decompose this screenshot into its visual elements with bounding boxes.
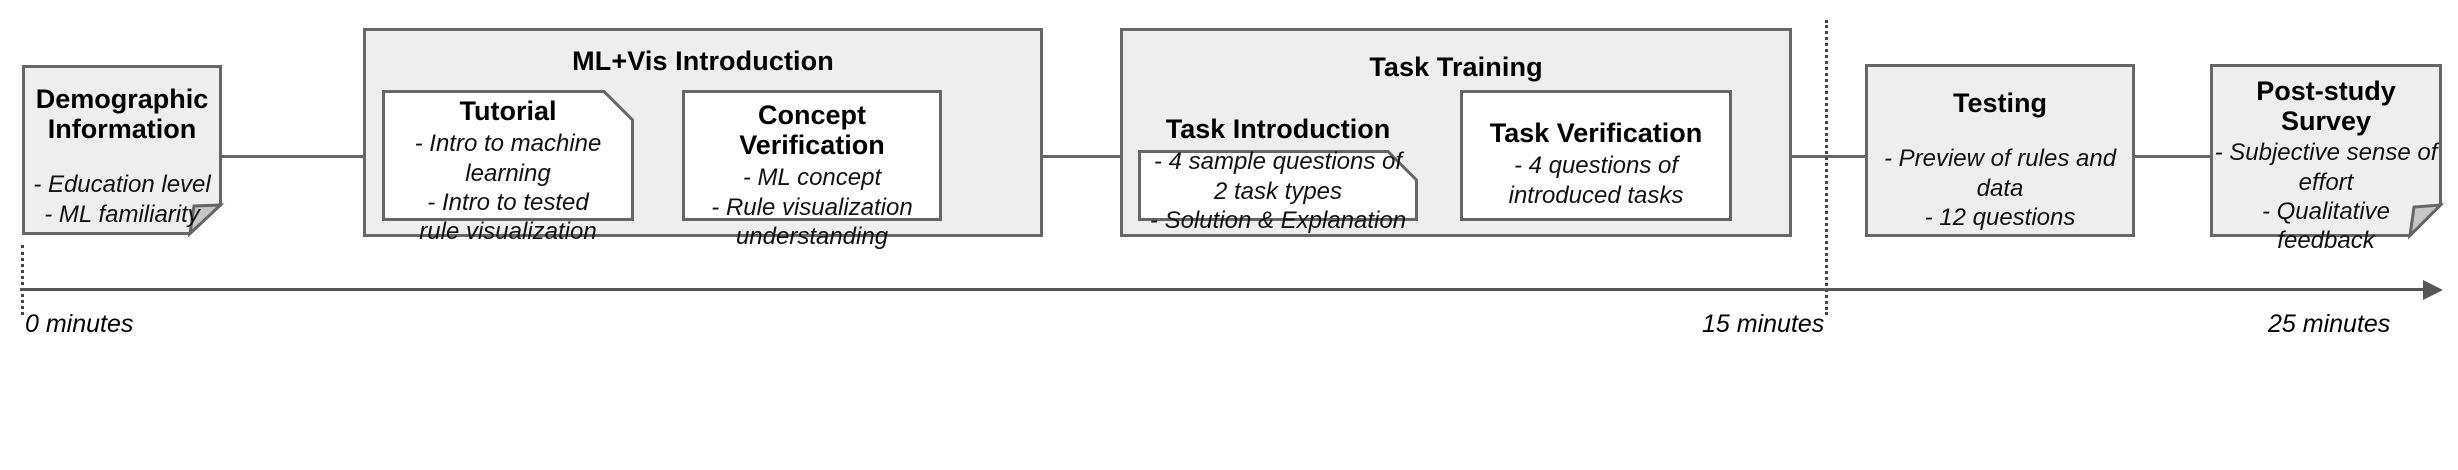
tutorial-bullets: - Intro to machine learning - Intro to t…: [382, 129, 634, 246]
concept-verification-content: Concept Verification - ML concept - Rule…: [682, 100, 942, 251]
demographic-information-bullets: - Education level - ML familiarity: [22, 170, 222, 229]
post-study-title-line-1: Post-study: [2256, 76, 2396, 106]
post-study-survey-bullets: - Subjective sense of effort - Qualitati…: [2206, 138, 2446, 255]
connector-demographic-to-mlvis: [218, 155, 363, 158]
mlvis-introduction-group-title: ML+Vis Introduction: [572, 46, 834, 76]
task-verification-title: Task Verification: [1489, 118, 1703, 148]
post-study-survey-content: Post-study Survey - Subjective sense of …: [2206, 76, 2446, 256]
post-study-survey-title: Post-study Survey: [2206, 76, 2446, 136]
concept-verification-bullet-line-2: - Rule visualization: [711, 193, 913, 221]
demographic-information-content: Demographic Information - Education leve…: [22, 84, 222, 229]
demographic-title-line-1: Demographic: [35, 84, 209, 114]
tutorial-title: Tutorial: [459, 96, 557, 126]
testing-bullet-line-1: - Preview of rules and: [1883, 145, 2117, 173]
task-verification-bullets: - 4 questions of introduced tasks: [1460, 151, 1732, 210]
timeline-label-25-minutes: 25 minutes: [2268, 310, 2391, 338]
demographic-information-box: [22, 65, 225, 238]
testing-content: Testing - Preview of rules and data - 12…: [1865, 88, 2135, 232]
task-introduction-bullet-line-2: 2 task types: [1213, 177, 1343, 205]
concept-verification-box: [682, 90, 942, 221]
task-verification-box: [1460, 90, 1732, 221]
testing-box: [1865, 64, 2135, 237]
timeline-tick-marker-0: [21, 245, 24, 315]
task-introduction-title: Task Introduction: [1165, 114, 1391, 144]
timeline-axis-arrow-icon: [2423, 280, 2443, 300]
timeline-label-0-minutes: 0 minutes: [25, 310, 134, 338]
tutorial-content: Tutorial - Intro to machine learning - I…: [382, 96, 634, 246]
task-introduction-bullet-line-3: - Solution & Explanation: [1149, 206, 1407, 234]
post-study-survey-box: [2210, 64, 2445, 240]
tutorial-bullet-line-3: - Intro to tested: [427, 188, 589, 216]
post-study-bullet-line-4: feedback: [2277, 227, 2375, 255]
post-study-bullet-line-3: - Qualitative: [2261, 198, 2391, 225]
concept-verification-bullet-line-3: understanding: [735, 223, 889, 250]
concept-verification-bullets: - ML concept - Rule visualization unders…: [682, 163, 942, 251]
task-introduction-bullet-line-1: - 4 sample questions of: [1153, 148, 1403, 176]
demographic-information-title: Demographic Information: [22, 84, 222, 144]
tutorial-box: [382, 90, 634, 221]
testing-bullets: - Preview of rules and data - 12 questio…: [1865, 144, 2135, 232]
task-introduction-box: [1138, 150, 1418, 221]
demographic-bullet-2: - ML familiarity: [44, 200, 200, 228]
testing-bullet-line-2: data: [1976, 174, 2024, 202]
timeline-label-15-minutes: 15 minutes: [1702, 310, 1825, 338]
tutorial-bullet-line-1: - Intro to machine: [414, 130, 602, 158]
concept-verification-title: Concept Verification: [739, 100, 885, 161]
timeline-tick-marker-15: [1825, 20, 1828, 315]
connector-testing-to-poststudy: [2125, 155, 2210, 158]
post-study-title-line-2: Survey: [2280, 106, 2372, 137]
task-verification-bullet-line-1: - 4 questions of: [1513, 152, 1679, 180]
task-verification-content: Task Verification - 4 questions of intro…: [1460, 118, 1732, 210]
post-study-bullet-line-2: effort: [2298, 168, 2354, 196]
demographic-bullet-1: - Education level: [33, 171, 211, 199]
concept-verification-bullet-line-1: - ML concept: [742, 164, 882, 192]
task-verification-bullet-line-2: introduced tasks: [1508, 181, 1684, 209]
post-study-bullet-line-1: - Subjective sense of: [2214, 139, 2438, 167]
timeline-axis: [20, 288, 2425, 291]
connector-mlvis-to-tasktraining: [1040, 155, 1120, 158]
testing-title: Testing: [1953, 88, 2047, 118]
task-training-group-title: Task Training: [1369, 52, 1543, 82]
tutorial-bullet-line-4: rule visualization: [419, 218, 597, 246]
demographic-title-line-2: Information: [47, 114, 197, 145]
task-introduction-content: Task Introduction - 4 sample questions o…: [1130, 114, 1426, 235]
task-introduction-bullets: - 4 sample questions of 2 task types - S…: [1130, 147, 1426, 235]
testing-bullet-line-3: - 12 questions: [1924, 203, 2076, 231]
tutorial-bullet-line-2: learning: [465, 159, 551, 187]
